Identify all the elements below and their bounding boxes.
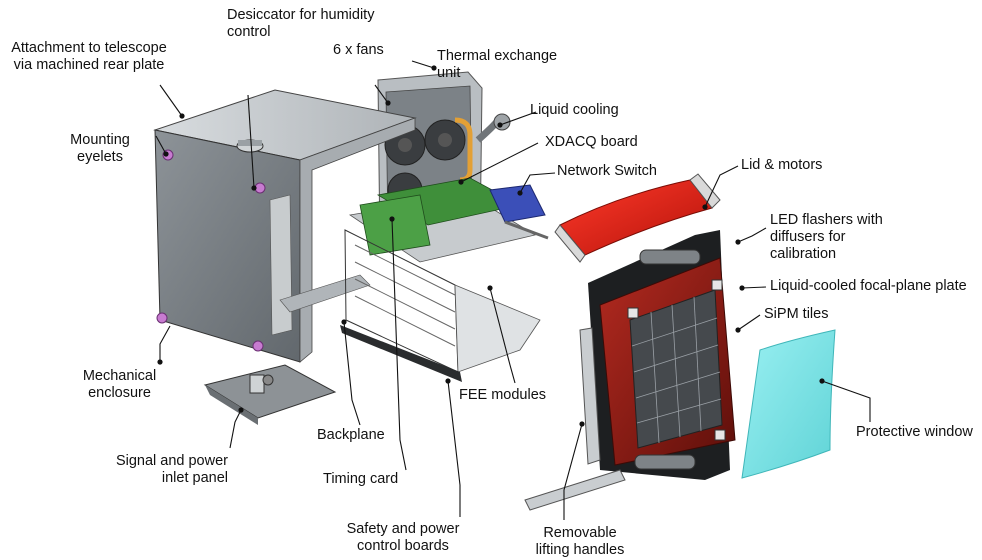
label-handles-line2: lifting handles	[535, 542, 625, 558]
label-fee-modules: FEE modules	[459, 387, 547, 403]
signal-power-inlet-panel	[203, 364, 337, 425]
label-thermal-exchange: Thermal exchange unit	[437, 48, 557, 82]
label-signal-line2: inlet panel	[161, 470, 228, 486]
label-signal-line1: Signal and power	[115, 453, 228, 469]
desiccator	[236, 139, 264, 153]
label-lifting-handles: Removable lifting handles	[525, 525, 635, 559]
label-safety-line1: Safety and power	[346, 521, 460, 537]
led-flashers	[627, 279, 726, 441]
label-protective-window: Protective window	[856, 424, 973, 440]
label-mech-line1: Mechanical	[82, 368, 157, 384]
label-attachment: Attachment to telescope via machined rea…	[4, 40, 174, 74]
label-led-line2: diffusers for	[770, 229, 846, 245]
label-thermal-line2: unit	[437, 65, 461, 81]
label-thermal-line1: Thermal exchange	[437, 48, 558, 64]
label-fans: 6 x fans	[333, 42, 384, 58]
lifting-handles	[524, 327, 626, 511]
label-desiccator-line2: control	[227, 24, 271, 40]
label-attachment-line2: via machined rear plate	[13, 57, 165, 73]
leader-lines	[155, 60, 871, 520]
label-lid-motors: Lid & motors	[741, 157, 823, 173]
label-safety-power: Safety and power control boards	[333, 521, 473, 555]
liquid-cooling-pipes	[454, 113, 511, 183]
label-signal-power-panel: Signal and power inlet panel	[90, 453, 228, 487]
label-safety-line2: control boards	[357, 538, 449, 554]
leader-dots	[157, 65, 825, 427]
motors	[634, 249, 701, 470]
label-attachment-line1: Attachment to telescope	[11, 40, 167, 56]
label-mechanical-enclosure: Mechanical enclosure	[62, 368, 177, 402]
protective-window	[741, 329, 836, 479]
label-led-flashers: LED flashers with diffusers for calibrat…	[770, 212, 883, 263]
label-desiccator: Desiccator for humidity control	[227, 7, 374, 41]
label-focal-plane-plate: Liquid-cooled focal-plane plate	[770, 278, 967, 294]
label-mounting-line1: Mounting	[70, 132, 130, 148]
sipm-tiles	[629, 289, 723, 449]
label-led-line1: LED flashers with	[770, 212, 883, 228]
lid-motors	[554, 173, 721, 263]
electronics-rack	[340, 177, 549, 382]
label-handles-line1: Removable	[543, 525, 617, 541]
label-mech-line2: enclosure	[88, 385, 151, 401]
label-backplane: Backplane	[317, 427, 385, 443]
label-xdacq: XDACQ board	[545, 134, 638, 150]
label-led-line3: calibration	[770, 246, 837, 262]
label-network-switch: Network Switch	[557, 163, 657, 179]
label-timing-card: Timing card	[323, 471, 399, 487]
label-mounting-eyelets: Mounting eyelets	[55, 132, 145, 166]
label-desiccator-line1: Desiccator for humidity	[227, 7, 375, 23]
label-sipm-tiles: SiPM tiles	[764, 306, 829, 322]
focal-plane-assembly	[524, 230, 736, 511]
label-liquid-cooling: Liquid cooling	[530, 102, 619, 118]
label-mounting-line2: eyelets	[77, 149, 123, 165]
